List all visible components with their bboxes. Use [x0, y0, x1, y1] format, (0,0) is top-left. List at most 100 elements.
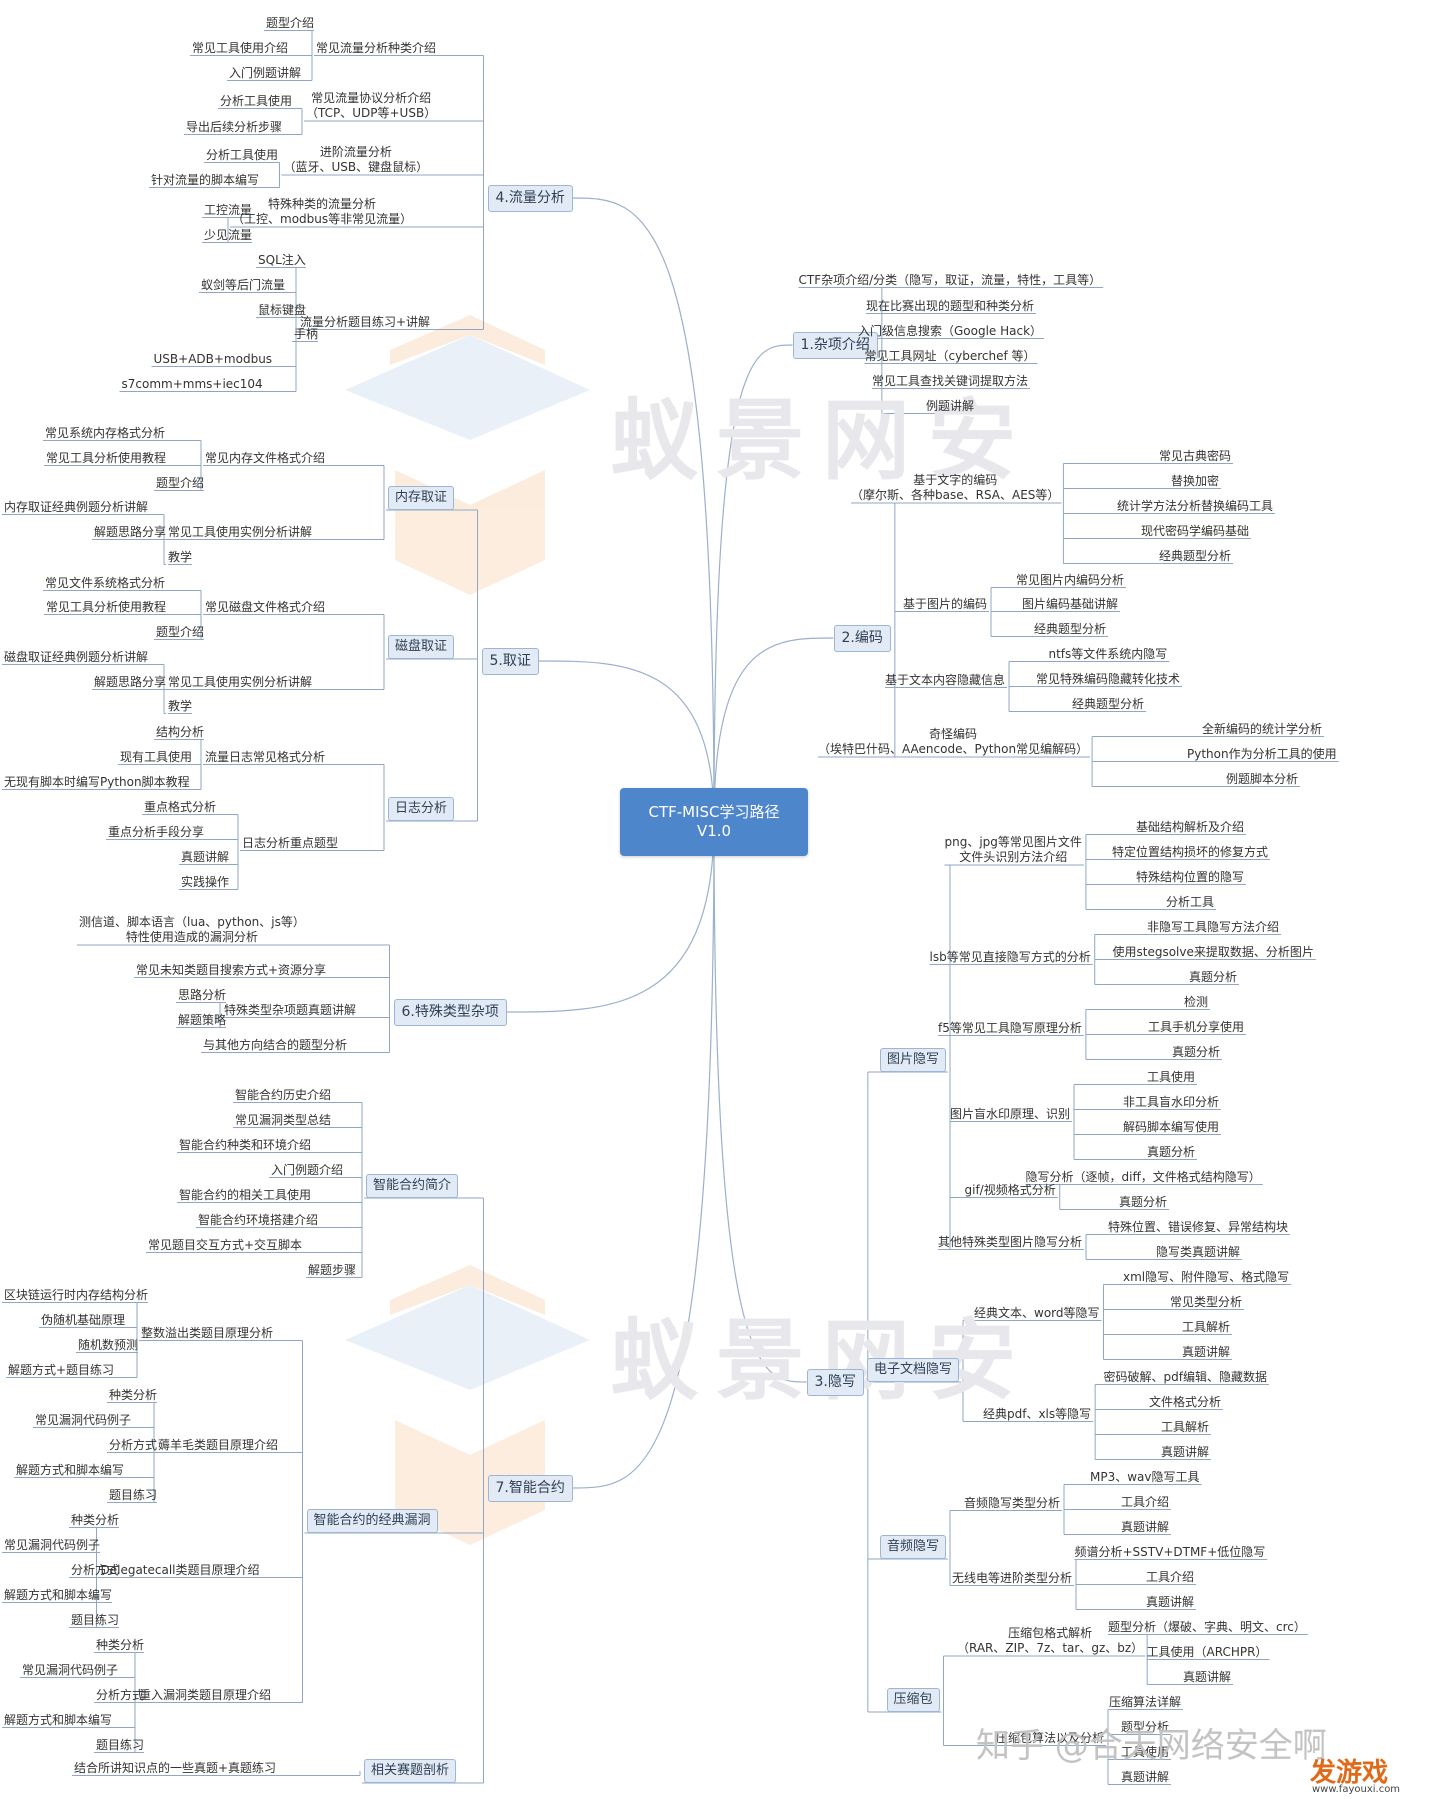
topic-i1c[interactable]: 统计学方法分析替换编码工具 [1117, 499, 1273, 514]
topic-j5[interactable]: gif/视频格式分析 [965, 1183, 1056, 1198]
topic-f4a[interactable]: 种类分析 [96, 1638, 144, 1653]
branch-node-s32[interactable]: 电子文档隐写 [867, 1358, 960, 1382]
topic-h2[interactable]: 现在比赛出现的题型和种类分析 [866, 299, 1034, 314]
topic-a5d[interactable]: 手柄 [294, 327, 318, 342]
topic-b1c[interactable]: 题型介绍 [156, 476, 204, 491]
topic-i2b[interactable]: 图片编码基础讲解 [1022, 597, 1118, 612]
topic-e6[interactable]: 智能合约环境搭建介绍 [198, 1213, 318, 1228]
topic-i2c[interactable]: 经典题型分析 [1034, 622, 1106, 637]
topic-j5b[interactable]: 真题分析 [1119, 1195, 1167, 1210]
branch-node-s34[interactable]: 压缩包 [886, 1688, 940, 1712]
topic-a1c[interactable]: 入门例题讲解 [229, 66, 301, 81]
topic-l2b[interactable]: 工具介绍 [1146, 1570, 1194, 1585]
topic-f1[interactable]: 整数溢出类题目原理分析 [141, 1326, 273, 1341]
topic-j4a[interactable]: 工具使用 [1147, 1070, 1195, 1085]
topic-j4[interactable]: 图片盲水印原理、识别 [950, 1107, 1070, 1122]
topic-i4a[interactable]: 全新编码的统计学分析 [1202, 722, 1322, 737]
topic-a2a[interactable]: 分析工具使用 [220, 94, 292, 109]
topic-f4[interactable]: 重入漏洞类题目原理介绍 [139, 1688, 271, 1703]
topic-k1d[interactable]: 真题讲解 [1182, 1345, 1230, 1360]
branch-node-c2[interactable]: 2.编码 [833, 624, 891, 652]
topic-l1b[interactable]: 工具介绍 [1121, 1495, 1169, 1510]
topic-h5[interactable]: 常见工具查找关键词提取方法 [872, 374, 1028, 389]
topic-b1[interactable]: 常见内存文件格式介绍 [205, 451, 325, 466]
topic-f1d[interactable]: 解题方式+题目练习 [8, 1363, 114, 1378]
topic-f1a[interactable]: 区块链运行时内存结构分析 [4, 1288, 148, 1303]
topic-m1c[interactable]: 真题讲解 [1183, 1670, 1231, 1685]
branch-node-c4[interactable]: 4.流量分析 [487, 184, 573, 212]
topic-a1b[interactable]: 常见工具使用介绍 [192, 41, 288, 56]
topic-b4[interactable]: 常见工具使用实例分析讲解 [168, 675, 312, 690]
branch-node-s53[interactable]: 日志分析 [388, 797, 455, 821]
topic-a4b[interactable]: 少见流量 [204, 228, 252, 243]
topic-b6d[interactable]: 实践操作 [181, 875, 229, 890]
branch-node-s71[interactable]: 智能合约简介 [366, 1174, 459, 1198]
topic-a4[interactable]: 特殊种类的流量分析（工控、modbus等非常见流量） [232, 197, 412, 227]
topic-f3d[interactable]: 解题方式和脚本编写 [4, 1588, 112, 1603]
topic-k1b[interactable]: 常见类型分析 [1170, 1295, 1242, 1310]
topic-f4d[interactable]: 解题方式和脚本编写 [4, 1713, 112, 1728]
topic-l2[interactable]: 无线电等进阶类型分析 [952, 1571, 1072, 1586]
topic-m2[interactable]: 压缩包算法以及分析 [996, 1731, 1104, 1746]
topic-a2[interactable]: 常见流量协议分析介绍（TCP、UDP等+USB） [306, 91, 436, 121]
topic-g1[interactable]: 结合所讲知识点的一些真题+真题练习 [74, 1761, 276, 1776]
topic-f3a[interactable]: 种类分析 [71, 1513, 119, 1528]
topic-a4a[interactable]: 工控流量 [204, 203, 252, 218]
topic-b5[interactable]: 流量日志常见格式分析 [205, 750, 325, 765]
topic-l1c[interactable]: 真题讲解 [1121, 1520, 1169, 1535]
topic-b3[interactable]: 常见磁盘文件格式介绍 [205, 600, 325, 615]
topic-k1c[interactable]: 工具解析 [1182, 1320, 1230, 1335]
topic-m2d[interactable]: 真题讲解 [1121, 1770, 1169, 1785]
topic-m1a[interactable]: 题型分析（爆破、字典、明文、crc） [1108, 1620, 1306, 1635]
topic-k2d[interactable]: 真题讲解 [1161, 1445, 1209, 1460]
topic-b2[interactable]: 常见工具使用实例分析讲解 [168, 525, 312, 540]
topic-j6a[interactable]: 特殊位置、错误修复、异常结构块 [1108, 1220, 1288, 1235]
branch-node-c5[interactable]: 5.取证 [481, 647, 539, 675]
topic-b5a[interactable]: 结构分析 [156, 725, 204, 740]
topic-a5e[interactable]: USB+ADB+modbus [154, 352, 273, 367]
topic-a5a[interactable]: SQL注入 [258, 253, 306, 268]
topic-j1[interactable]: png、jpg等常见图片文件文件头识别方法介绍 [945, 835, 1082, 865]
branch-node-c3[interactable]: 3.隐写 [806, 1368, 864, 1396]
topic-e5[interactable]: 智能合约的相关工具使用 [179, 1188, 311, 1203]
topic-j4b[interactable]: 非工具盲水印分析 [1123, 1095, 1219, 1110]
topic-e7[interactable]: 常见题目交互方式+交互脚本 [148, 1238, 302, 1253]
topic-i1d[interactable]: 现代密码学编码基础 [1141, 524, 1249, 539]
topic-a1[interactable]: 常见流量分析种类介绍 [316, 41, 436, 56]
topic-b2a[interactable]: 内存取证经典例题分析讲解 [4, 500, 148, 515]
topic-i4c[interactable]: 例题脚本分析 [1226, 772, 1298, 787]
topic-j3[interactable]: f5等常见工具隐写原理分析 [938, 1021, 1082, 1036]
topic-j6b[interactable]: 隐写类真题讲解 [1156, 1245, 1240, 1260]
topic-f2a[interactable]: 种类分析 [109, 1388, 157, 1403]
topic-b1a[interactable]: 常见系统内存格式分析 [45, 426, 165, 441]
topic-i4b[interactable]: Python作为分析工具的使用 [1187, 747, 1337, 762]
topic-i3a[interactable]: ntfs等文件系统内隐写 [1049, 647, 1168, 662]
topic-b6b[interactable]: 重点分析手段分享 [108, 825, 204, 840]
topic-j3b[interactable]: 工具手机分享使用 [1148, 1020, 1244, 1035]
topic-i3b[interactable]: 常见特殊编码隐藏转化技术 [1036, 672, 1180, 687]
topic-a5[interactable]: 流量分析题目练习+讲解 [300, 315, 430, 330]
branch-node-s52[interactable]: 磁盘取证 [388, 635, 455, 659]
topic-j1a[interactable]: 基础结构解析及介绍 [1136, 820, 1244, 835]
topic-i1e[interactable]: 经典题型分析 [1159, 549, 1231, 564]
topic-a2b[interactable]: 导出后续分析步骤 [186, 120, 282, 135]
topic-e2[interactable]: 常见漏洞类型总结 [235, 1113, 331, 1128]
topic-j4d[interactable]: 真题分析 [1147, 1145, 1195, 1160]
topic-j3a[interactable]: 检测 [1184, 995, 1208, 1010]
topic-e8[interactable]: 解题步骤 [308, 1263, 356, 1278]
topic-a5b[interactable]: 蚁剑等后门流量 [201, 278, 285, 293]
topic-a5f[interactable]: s7comm+mms+iec104 [122, 377, 263, 392]
topic-i1a[interactable]: 常见古典密码 [1159, 449, 1231, 464]
topic-b4c[interactable]: 教学 [168, 699, 192, 714]
branch-node-s51[interactable]: 内存取证 [388, 486, 455, 510]
topic-e1[interactable]: 智能合约历史介绍 [235, 1088, 331, 1103]
topic-l2c[interactable]: 真题讲解 [1146, 1595, 1194, 1610]
root-node[interactable]: CTF-MISC学习路径 V1.0 [620, 788, 808, 856]
topic-b5c[interactable]: 无现有脚本时编写Python脚本教程 [4, 775, 190, 790]
topic-i3[interactable]: 基于文本内容隐藏信息 [885, 673, 1005, 688]
topic-f4b[interactable]: 常见漏洞代码例子 [22, 1663, 118, 1678]
branch-node-s73[interactable]: 相关赛题剖析 [364, 1759, 457, 1783]
topic-j2[interactable]: lsb等常见直接隐写方式的分析 [930, 950, 1091, 965]
topic-i1[interactable]: 基于文字的编码（摩尔斯、各种base、RSA、AES等） [851, 473, 1059, 503]
topic-b6[interactable]: 日志分析重点题型 [242, 836, 338, 851]
